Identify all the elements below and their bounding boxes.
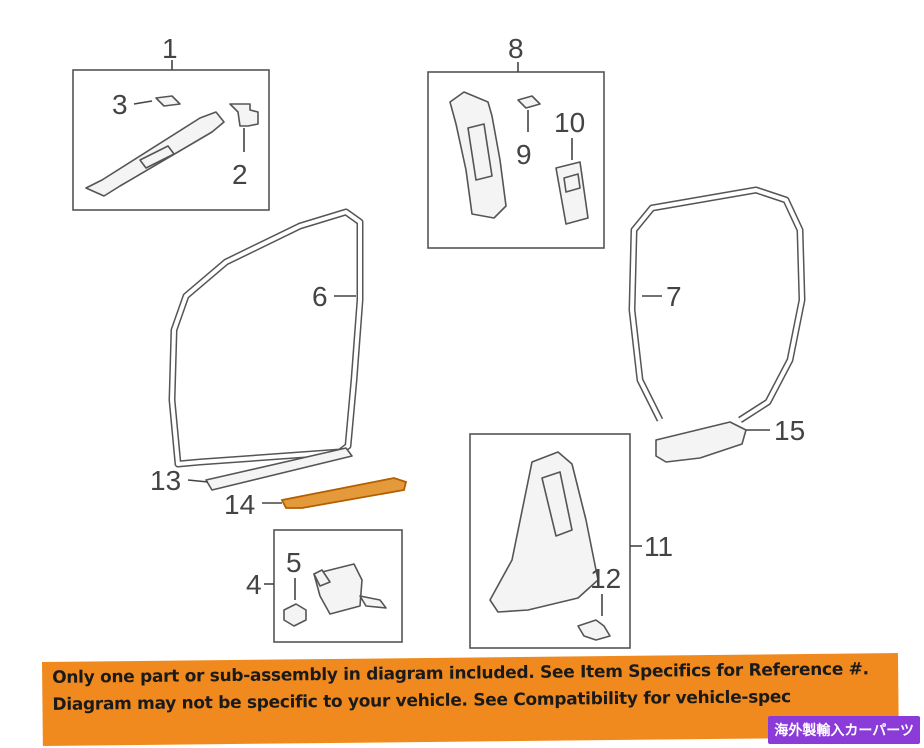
- callout-7: 7: [666, 281, 682, 312]
- group-13: 13: [150, 447, 353, 496]
- seller-badge: 海外製輸入カーパーツ: [768, 716, 920, 744]
- part-10-window: [563, 173, 581, 193]
- part-11-pillar-lower: [489, 451, 599, 613]
- part-1-clip-slot: [139, 145, 175, 169]
- group-14: 14: [224, 477, 408, 520]
- callout-5: 5: [286, 547, 302, 578]
- leader-3: [133, 100, 153, 105]
- callout-15: 15: [774, 415, 805, 446]
- callout-2: 2: [232, 159, 248, 190]
- callout-10: 10: [554, 107, 585, 138]
- part-4-flange: [359, 595, 387, 609]
- group-8: 8 9 10: [427, 33, 605, 249]
- callout-3: 3: [112, 89, 128, 120]
- callout-11: 11: [644, 531, 673, 562]
- part-6-weatherstrip: [168, 208, 364, 468]
- callout-12: 12: [590, 563, 621, 594]
- part-8-window: [467, 123, 493, 181]
- group-8-box: [427, 71, 605, 249]
- parts-diagram: 1 3 2 8 9 10 6: [72, 33, 806, 649]
- disclaimer-line-1: Only one part or sub-assembly in diagram…: [52, 659, 869, 688]
- group-4: 4 5: [246, 529, 403, 643]
- callout-13: 13: [150, 465, 181, 496]
- callout-1: 1: [162, 33, 178, 64]
- callout-9: 9: [516, 139, 532, 170]
- part-11-rib: [541, 471, 573, 537]
- part-5-nut: [283, 603, 307, 627]
- callout-8: 8: [508, 33, 524, 64]
- part-3-clip: [155, 95, 181, 107]
- part-15-bracket: [655, 421, 747, 463]
- group-11-box: [469, 433, 631, 649]
- part-4-tab: [313, 569, 331, 587]
- group-15: 15: [655, 415, 805, 463]
- group-7: 7: [628, 186, 806, 423]
- group-11: 11 12: [469, 433, 673, 649]
- disclaimer-line-2: Diagram may not be specific to your vehi…: [52, 687, 791, 715]
- callout-14: 14: [224, 489, 255, 520]
- part-10-cover: [555, 161, 589, 225]
- part-12-bolt: [577, 619, 611, 641]
- group-4-box: [273, 529, 403, 643]
- group-6: 6: [168, 208, 364, 468]
- leader-13: [187, 479, 209, 483]
- group-1-box: [72, 69, 270, 211]
- callout-6: 6: [312, 281, 328, 312]
- part-9-clip: [517, 95, 541, 109]
- part-13-sill-strip: [205, 447, 353, 491]
- part-2-bolt: [229, 103, 259, 127]
- callout-4: 4: [246, 569, 262, 600]
- group-1: 1 3 2: [72, 33, 270, 211]
- part-14-scuff-plate-highlighted: [280, 477, 408, 509]
